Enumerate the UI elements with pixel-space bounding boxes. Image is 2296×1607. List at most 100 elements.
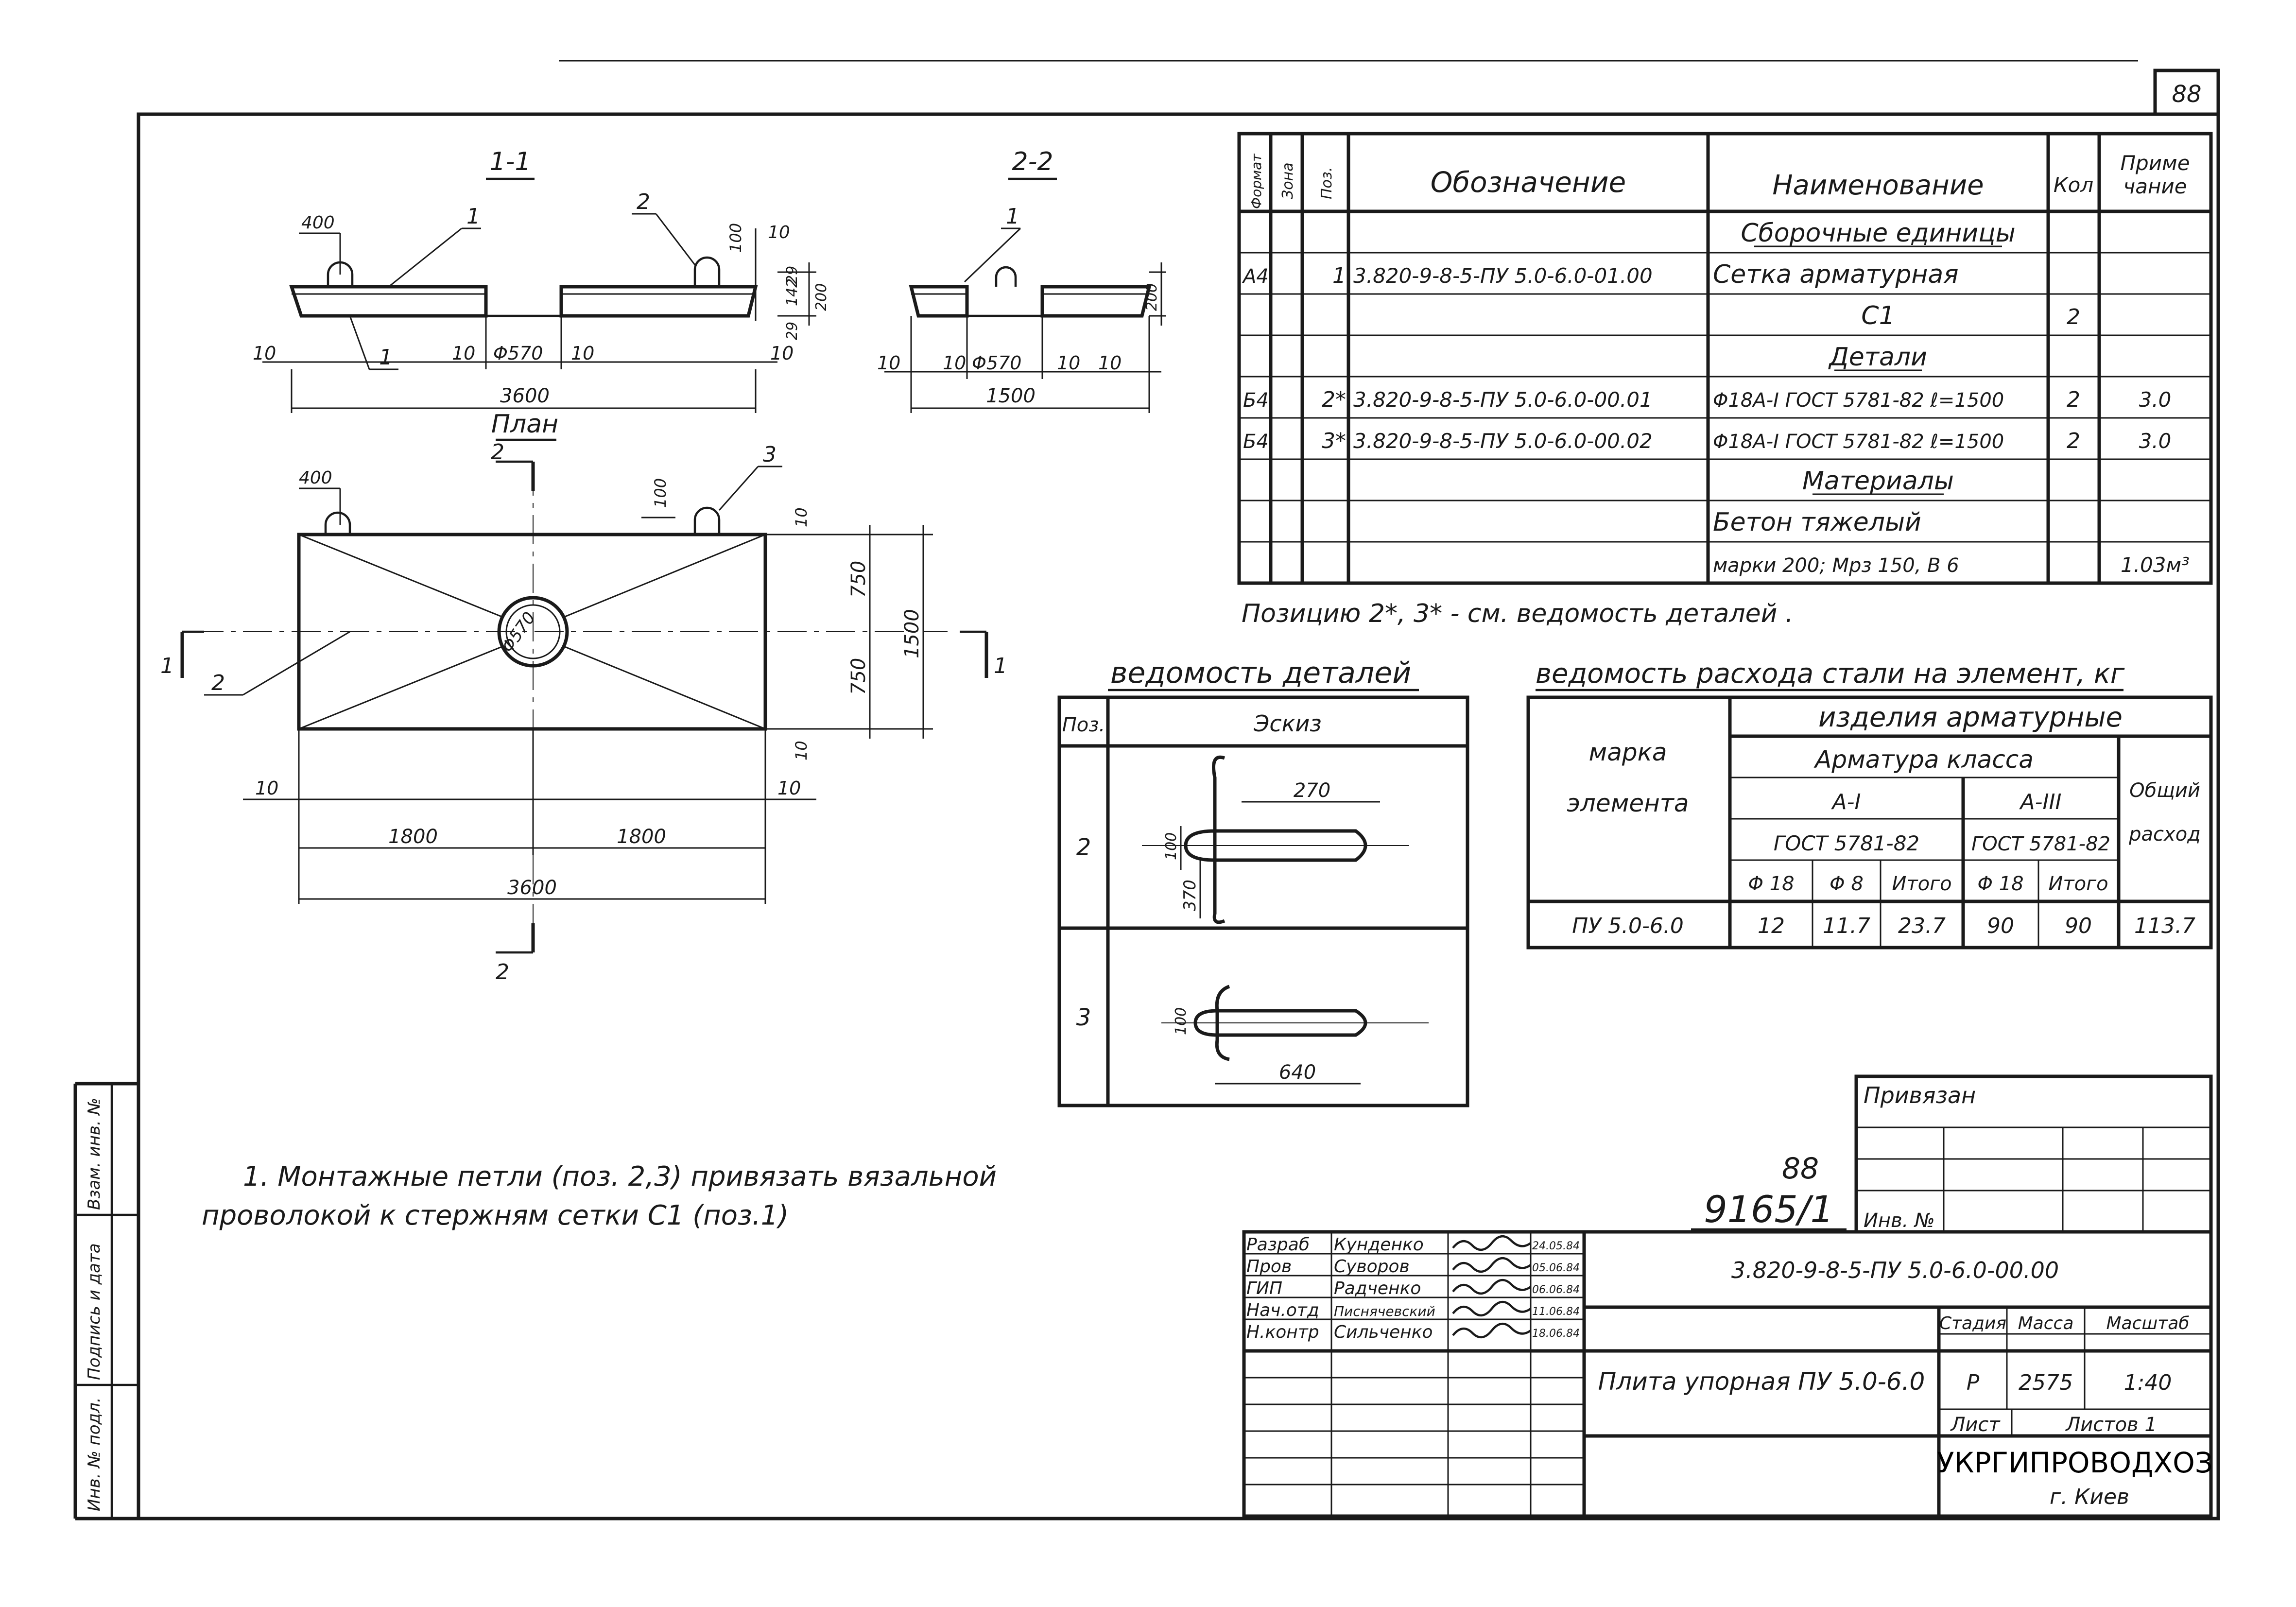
s2-dim-hole-l: 10 bbox=[943, 352, 966, 374]
plan-dim-half-r: 1800 bbox=[617, 826, 666, 848]
s1-dim-length: 3600 bbox=[500, 385, 550, 407]
spec-name: Бетон тяжелый bbox=[1713, 508, 1921, 537]
tb-mass: 2575 bbox=[2019, 1370, 2073, 1395]
stamp-top: 88 bbox=[1782, 1152, 1819, 1186]
spec-footnote: Позицию 2*, 3* - см. ведомость деталей . bbox=[1242, 599, 1793, 628]
margin-strip: Инв. № подл. Подпись и дата Взам. инв. № bbox=[73, 1082, 138, 1521]
spec-row: С1 2 bbox=[1861, 301, 2080, 330]
s2-dim-height: 200 bbox=[1143, 283, 1160, 311]
tb-sheets-label: Листов 1 bbox=[2065, 1414, 2157, 1436]
plan-dim-half-b: 750 bbox=[847, 658, 870, 695]
detail-pos-3: 3 bbox=[1076, 1004, 1091, 1031]
detail-schedule: ведомость деталей Поз. Эскиз 2 3 270 100… bbox=[1057, 656, 1469, 1107]
spec-name: Φ18А-I ГОСТ 5781-82 ℓ=1500 bbox=[1713, 431, 2004, 453]
margin-label-signature: Подпись и дата bbox=[85, 1243, 104, 1380]
steel-table: ведомость расхода стали на элемент, кг м… bbox=[1526, 658, 2213, 950]
tb-org: УКРГИПРОВОДХОЗ bbox=[1937, 1446, 2213, 1479]
s1-pos-1-bottom: 1 bbox=[379, 345, 393, 370]
signatory-name: Суворов bbox=[1334, 1257, 1410, 1277]
s1-dim-left-edge: 10 bbox=[253, 343, 276, 364]
steel-col-5: Итого bbox=[2048, 873, 2108, 895]
s1-dim-hole-r: 10 bbox=[571, 343, 594, 364]
spec-qty: 2 bbox=[2067, 305, 2080, 329]
sheet-number: 88 bbox=[2172, 81, 2201, 108]
plan-dim-bottom-edge: 10 bbox=[792, 741, 811, 760]
spec-note: 1.03м³ bbox=[2121, 553, 2190, 577]
plan-dim-right-edge: 10 bbox=[777, 778, 801, 799]
s1-pos-2: 2 bbox=[637, 190, 650, 214]
s1-dim-edge-top: 10 bbox=[768, 223, 790, 242]
spec-row: Бетон тяжелый bbox=[1713, 508, 1921, 537]
signatory-date: 18.06.84 bbox=[1532, 1328, 1580, 1340]
spec-name: марки 200; Мрз 150, В 6 bbox=[1713, 554, 1959, 577]
note-line-1: 1. Монтажные петли (поз. 2,3) привязать … bbox=[243, 1161, 997, 1192]
plan-dim-loop-offset: 400 bbox=[299, 468, 332, 488]
spec-head-format: Формат bbox=[1248, 154, 1264, 209]
detail-2-dim-b: 100 bbox=[1163, 832, 1180, 860]
s2-dim-length: 1500 bbox=[986, 385, 1036, 407]
spec-name: Детали bbox=[1828, 343, 1927, 372]
plan-pos-2: 2 bbox=[211, 671, 225, 695]
spec-head-designation: Обозначение bbox=[1431, 166, 1626, 199]
spec-name: Φ18А-I ГОСТ 5781-82 ℓ=1500 bbox=[1713, 389, 2004, 412]
stamp-bottom: 9165/1 bbox=[1704, 1188, 1833, 1231]
steel-head-a3: А-III bbox=[2019, 790, 2062, 814]
steel-col-4: Φ 18 bbox=[1977, 873, 2023, 895]
spec-pos: 3* bbox=[1322, 429, 1346, 453]
steel-head-gost3: ГОСТ 5781-82 bbox=[1971, 833, 2110, 855]
signature-mark bbox=[1452, 1323, 1532, 1338]
plan-dim-width: 1500 bbox=[901, 609, 923, 658]
sheet-number-box bbox=[2153, 69, 2220, 116]
tb-title: Плита упорная ПУ 5.0-6.0 bbox=[1598, 1367, 1925, 1396]
signatory-name: Писнячевский bbox=[1334, 1303, 1435, 1319]
steel-col-1: Φ 18 bbox=[1748, 873, 1794, 895]
plan-dim-left-edge: 10 bbox=[255, 778, 278, 799]
steel-head-gost1: ГОСТ 5781-82 bbox=[1774, 831, 1919, 855]
plan-dim-length: 3600 bbox=[507, 877, 557, 899]
steel-val-1: 12 bbox=[1758, 914, 1785, 938]
margin-label-inv-orig: Инв. № подл. bbox=[85, 1397, 104, 1511]
steel-val-3: 23.7 bbox=[1898, 914, 1946, 938]
signatory-role: ГИП bbox=[1246, 1279, 1282, 1298]
plan-dim-loop-height: 100 bbox=[651, 478, 670, 508]
steel-title: ведомость расхода стали на элемент, кг bbox=[1536, 658, 2125, 690]
signatory-date: 05.06.84 bbox=[1532, 1262, 1580, 1274]
note-line-2: проволокой к стержням сетки С1 (поз.1) bbox=[202, 1200, 789, 1231]
detail-2-dim-a: 270 bbox=[1294, 779, 1330, 802]
margin-label-replace-inv: Взам. инв. № bbox=[85, 1098, 104, 1210]
s1-dim-right-edge: 10 bbox=[770, 343, 794, 364]
s2-dim-left-edge: 10 bbox=[877, 352, 900, 374]
spec-head-zone: Зона bbox=[1279, 162, 1296, 199]
detail-title: ведомость деталей bbox=[1110, 656, 1411, 690]
spec-row: марки 200; Мрз 150, В 6 1.03м³ bbox=[1713, 553, 2190, 577]
spec-name: Сборочные единицы bbox=[1741, 219, 2015, 248]
plan-title: План bbox=[491, 410, 558, 439]
tb-code: 3.820-9-8-5-ПУ 5.0-6.0-00.00 bbox=[1731, 1257, 2059, 1283]
signature-mark bbox=[1452, 1279, 1532, 1295]
plan-dim-half-a: 750 bbox=[847, 561, 870, 598]
spec-note: 3.0 bbox=[2139, 429, 2172, 453]
section-2-2: 2-2 1 200 10 10 Φ570 10 10 1500 bbox=[877, 147, 1166, 413]
spec-name: С1 bbox=[1861, 301, 1895, 330]
signatory-name: Радченко bbox=[1334, 1279, 1421, 1298]
detail-3-dim-a: 100 bbox=[1173, 1007, 1190, 1035]
spec-head-name: Наименование bbox=[1772, 170, 1984, 201]
s1-pos-1-top: 1 bbox=[466, 204, 480, 229]
spec-table: Формат Зона Поз. Обозначение Наименовани… bbox=[1237, 132, 2213, 628]
spec-designation: 3.820-9-8-5-ПУ 5.0-6.0-00.01 bbox=[1353, 388, 1653, 412]
plan-section-mark-bottom: 2 bbox=[496, 960, 509, 985]
signatory-role: Пров bbox=[1246, 1257, 1292, 1277]
s2-dim-right-edge: 10 bbox=[1098, 352, 1122, 374]
spec-qty: 2 bbox=[2067, 429, 2080, 453]
plan-dim-top-edge: 10 bbox=[792, 507, 811, 527]
spec-note: 3.0 bbox=[2139, 388, 2172, 412]
